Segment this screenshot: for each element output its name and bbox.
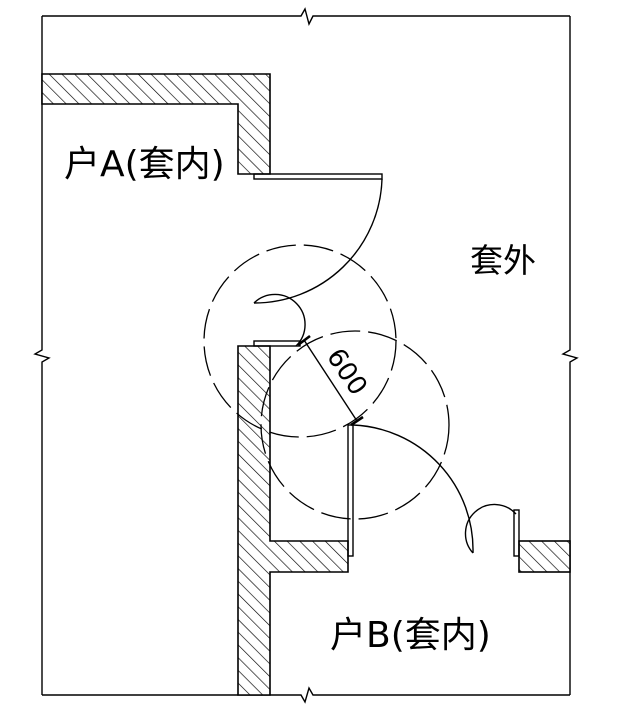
wall-unit-b-right: [518, 540, 571, 573]
dimension-line: [297, 334, 364, 427]
door-b-swing-arc: [352, 424, 474, 554]
door-a-jamb-arc: [253, 293, 306, 347]
outer-boundary: [33, 7, 579, 704]
clearance-circle-b: [260, 330, 450, 520]
door-a-leaf: [253, 173, 383, 180]
door-a-swing-arc: [253, 178, 383, 304]
label-unit-b: 户B(套内): [330, 615, 491, 656]
door-b: [347, 424, 520, 557]
door-b-jamb-arc: [464, 503, 517, 554]
door-a: [253, 173, 383, 347]
door-b-jamb: [513, 509, 520, 557]
label-dimension: 600: [320, 343, 373, 401]
label-outside: 套外: [470, 241, 536, 280]
clearance-circles: [203, 244, 450, 520]
wall-unit-a: [41, 73, 271, 175]
wall-shared: [237, 345, 349, 696]
label-unit-a: 户A(套内): [64, 144, 225, 185]
door-b-leaf: [347, 424, 354, 557]
